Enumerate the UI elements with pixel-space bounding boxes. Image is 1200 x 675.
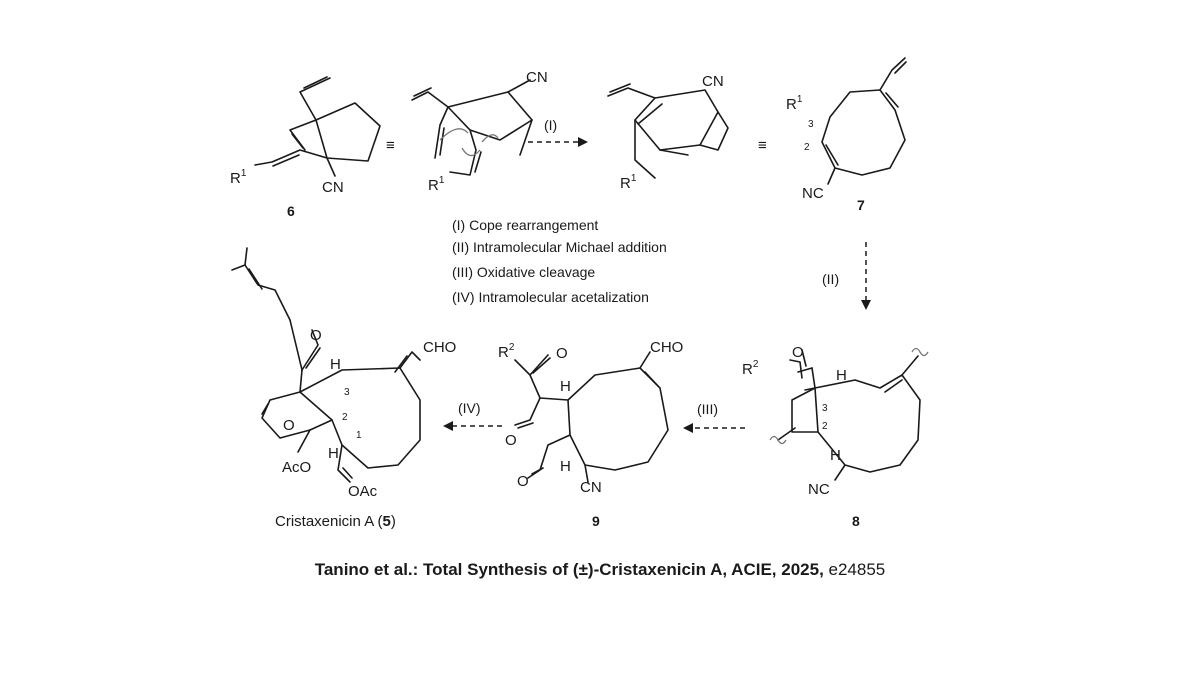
c9-cn-label: CN bbox=[580, 479, 602, 496]
bicyclic-conformer: CN R1 bbox=[411, 69, 548, 194]
caption-article-number: e24855 bbox=[823, 560, 886, 579]
caption-authors: Tanino et al. bbox=[314, 560, 413, 579]
c9-h-top: H bbox=[560, 378, 571, 395]
c5-h-top: H bbox=[330, 356, 341, 373]
arrow-label-I: (I) bbox=[544, 117, 557, 133]
c5-cho-label: CHO bbox=[423, 339, 456, 356]
c9-h-bottom: H bbox=[560, 458, 571, 475]
c8-h-bottom: H bbox=[830, 447, 841, 464]
c5-compound-name: Cristaxenicin A (5) bbox=[275, 513, 396, 530]
bicyclic-r1-label: R1 bbox=[428, 175, 445, 194]
c7-r1-label: R1 bbox=[786, 94, 803, 113]
arrow-step-I: (I) bbox=[528, 117, 588, 147]
equivalence-symbol-2: ≡ bbox=[758, 137, 767, 154]
c5-position-2: 2 bbox=[342, 412, 348, 423]
compound-number-7: 7 bbox=[857, 197, 865, 213]
conditions-list: (I) Cope rearrangement (II) Intramolecul… bbox=[452, 217, 667, 305]
compound-8: R2 O H 3 2 H NC 8 bbox=[742, 344, 929, 529]
c9-aldehyde-oxygen-2: O bbox=[517, 473, 529, 490]
compound-number-6: 6 bbox=[287, 203, 295, 219]
c5-ketone-oxygen: O bbox=[310, 327, 322, 344]
c9-r2-label: R2 bbox=[498, 342, 515, 361]
c8-position-3: 3 bbox=[822, 403, 828, 414]
arrow-label-IV: (IV) bbox=[458, 400, 481, 416]
macrocycle-r1-label: R1 bbox=[620, 173, 637, 192]
compound-number-9: 9 bbox=[592, 513, 600, 529]
arrow-label-III: (III) bbox=[697, 401, 718, 417]
condition-IV: (IV) Intramolecular acetalization bbox=[452, 289, 649, 305]
compound-7: R1 3 2 NC 7 bbox=[786, 57, 907, 213]
compound-6: R1 CN 6 bbox=[230, 76, 381, 219]
figure-caption: Tanino et al.: Total Synthesis of (±)-Cr… bbox=[0, 560, 1200, 580]
c5-ring-oxygen: O bbox=[283, 417, 295, 434]
condition-III: (III) Oxidative cleavage bbox=[452, 264, 595, 280]
compound-number-8: 8 bbox=[852, 513, 860, 529]
c8-r2-label: R2 bbox=[742, 359, 759, 378]
c8-h-top: H bbox=[836, 367, 847, 384]
caption-title: Total Synthesis of (±)-Cristaxenicin A, … bbox=[418, 560, 824, 579]
c5-position-3: 3 bbox=[344, 387, 350, 398]
c5-oac-label: OAc bbox=[348, 483, 378, 500]
c5-aco-label: AcO bbox=[282, 459, 311, 476]
c9-aldehyde-oxygen-1: O bbox=[505, 432, 517, 449]
c8-nc-label: NC bbox=[808, 481, 830, 498]
compound-9: R2 O O O H H CHO CN 9 bbox=[498, 339, 683, 529]
c9-cho-label: CHO bbox=[650, 339, 683, 356]
c7-position-3: 3 bbox=[808, 119, 814, 130]
macrocyclic-conformer: CN R1 bbox=[607, 73, 729, 192]
equivalence-symbol: ≡ bbox=[386, 137, 395, 154]
c8-ketone-oxygen: O bbox=[792, 344, 804, 361]
c5-position-1: 1 bbox=[356, 430, 362, 441]
arrow-step-IV: (IV) bbox=[443, 400, 502, 431]
c7-position-2: 2 bbox=[804, 142, 810, 153]
caption-colon: : bbox=[412, 560, 419, 579]
arrow-label-II: (II) bbox=[822, 271, 839, 287]
r1-label: R1 bbox=[230, 168, 247, 187]
condition-II: (II) Intramolecular Michael addition bbox=[452, 239, 667, 255]
macrocycle-cn-label: CN bbox=[702, 73, 724, 90]
c5-h-mid: H bbox=[328, 445, 339, 462]
condition-I: (I) Cope rearrangement bbox=[452, 217, 598, 233]
arrow-step-II: (II) bbox=[822, 242, 871, 310]
arrow-step-III: (III) bbox=[683, 401, 745, 433]
c9-ketone-oxygen: O bbox=[556, 345, 568, 362]
c7-nc-label: NC bbox=[802, 185, 824, 202]
compound-5-cristaxenicin-a: O O H H CHO AcO OAc 3 2 1 Cristaxenicin … bbox=[231, 247, 456, 530]
c8-position-2: 2 bbox=[822, 421, 828, 432]
bicyclic-cn-label: CN bbox=[526, 69, 548, 86]
cn-label: CN bbox=[322, 179, 344, 196]
